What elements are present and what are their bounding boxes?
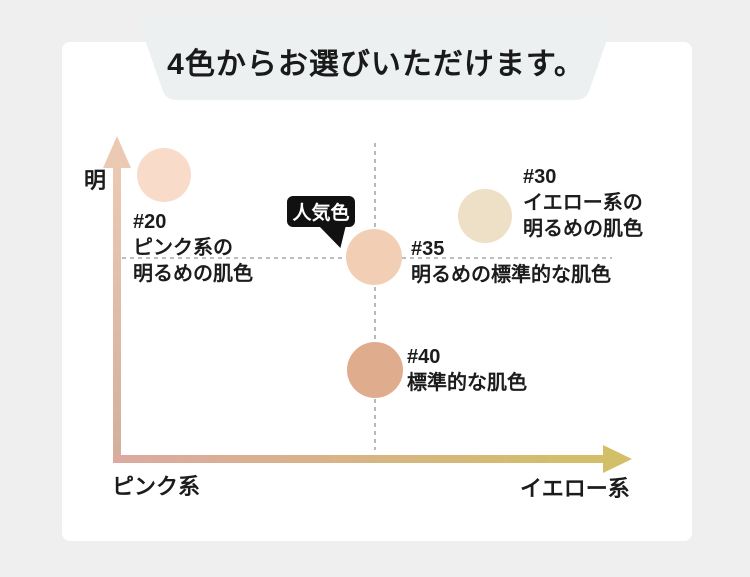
shade-id: #35 (411, 238, 445, 260)
shade-desc-line: 明るめの肌色 (133, 263, 253, 285)
shade-dot-40 (347, 342, 403, 398)
shade-label-40: #40 標準的な肌色 (407, 344, 527, 396)
shade-dot-30 (458, 189, 512, 243)
x-axis-label-right: イエロー系 (520, 476, 630, 501)
shade-dot-20 (137, 148, 191, 202)
shade-label-35: #35 明るめの標準的な肌色 (411, 236, 611, 288)
shade-desc-line: 標準的な肌色 (407, 372, 527, 394)
chart-card (62, 42, 692, 541)
shade-id: #20 (133, 211, 167, 233)
title-banner-shape (139, 17, 613, 100)
shade-desc-line: 明るめの標準的な肌色 (411, 264, 611, 286)
x-axis-label-left: ピンク系 (112, 474, 201, 499)
popular-badge-label: 人気色 (292, 203, 350, 224)
popular-badge: 人気色 (287, 196, 355, 227)
shade-desc-line: ピンク系の (133, 237, 233, 259)
page-title: 4色からお選びいただけます。 (167, 48, 585, 81)
shade-desc-line: イエロー系の (523, 192, 643, 214)
shade-label-20: #20 ピンク系の 明るめの肌色 (133, 209, 253, 287)
banner-ribbon (139, 17, 613, 100)
shade-label-30: #30 イエロー系の 明るめの肌色 (523, 164, 643, 242)
shade-desc-line: 明るめの肌色 (523, 218, 643, 240)
shade-dot-35 (346, 229, 402, 285)
shade-id: #30 (523, 166, 557, 188)
shade-id: #40 (407, 346, 441, 368)
y-axis-label: 明 (84, 168, 107, 193)
